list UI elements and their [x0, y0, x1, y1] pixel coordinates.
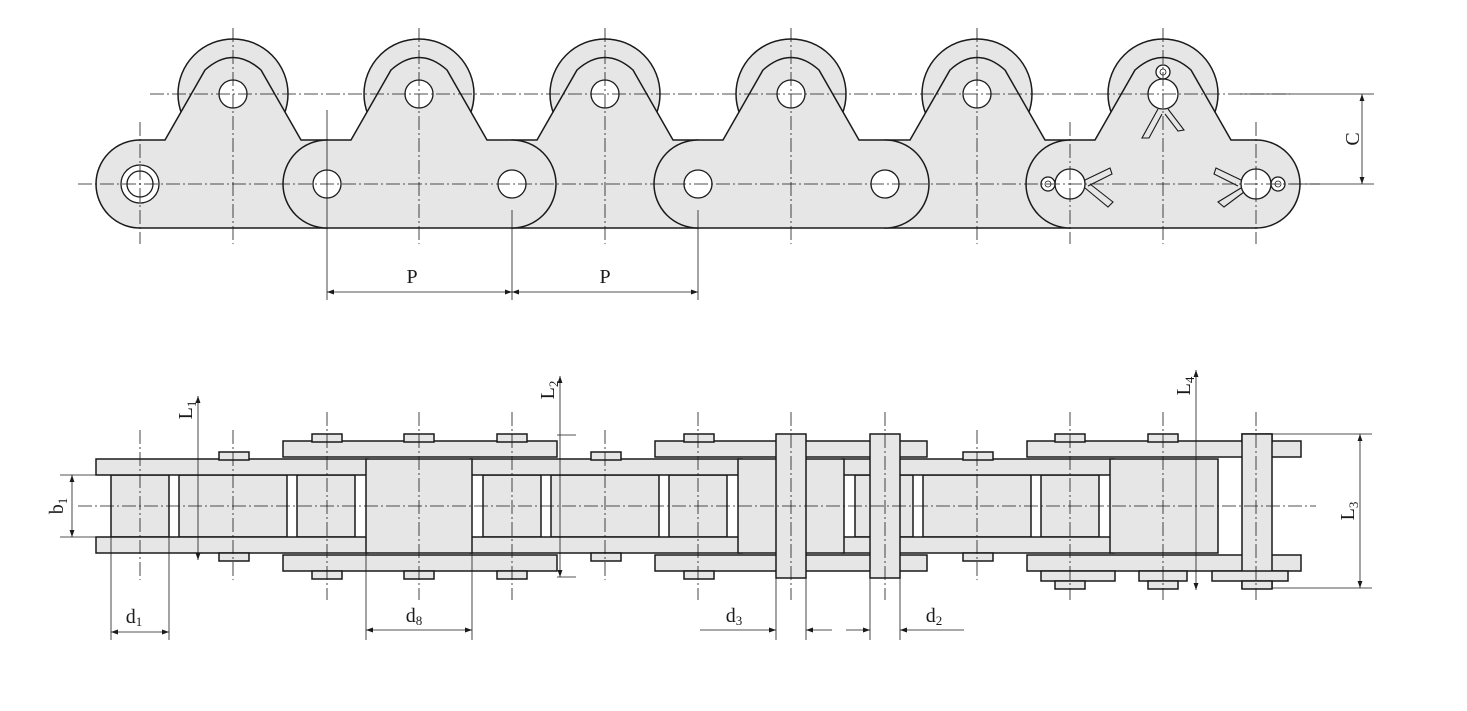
pitch-label-left: P [406, 266, 417, 288]
b1-label: b1 [46, 498, 70, 515]
plan-view: b1 L1 L2 L4 L3 [46, 370, 1372, 640]
plan-pin-ends [1040, 570, 1289, 590]
d8-label: d8 [406, 605, 423, 628]
dimension-l4: L4 [1173, 370, 1199, 590]
c-label: C [1342, 132, 1364, 145]
l4-label: L4 [1173, 376, 1197, 395]
side-view-centerlines [78, 28, 1320, 244]
dimension-l3: L3 [1272, 433, 1372, 589]
d3-label: d3 [726, 605, 743, 628]
dimension-l1: L1 [175, 396, 201, 560]
dimension-l2: L2 [537, 376, 576, 578]
dimension-d8: d8 [365, 553, 473, 640]
dimension-b1: b1 [46, 474, 111, 538]
l3-label: L3 [1337, 502, 1361, 521]
dimension-d1: d1 [110, 537, 170, 640]
dimension-pitch: P P [326, 110, 699, 300]
l2-label: L2 [537, 381, 561, 400]
dimension-d2: d2 [846, 578, 964, 640]
plan-inner-plates [95, 458, 1115, 554]
side-view: P P C [78, 28, 1374, 300]
d1-label: d1 [126, 606, 143, 629]
l1-label: L1 [175, 401, 199, 420]
pitch-label-right: P [599, 266, 610, 288]
d2-label: d2 [926, 605, 943, 628]
dimension-c: C [1240, 93, 1374, 185]
plan-view-centerlines [78, 412, 1316, 600]
dimension-d3: d3 [700, 578, 832, 640]
